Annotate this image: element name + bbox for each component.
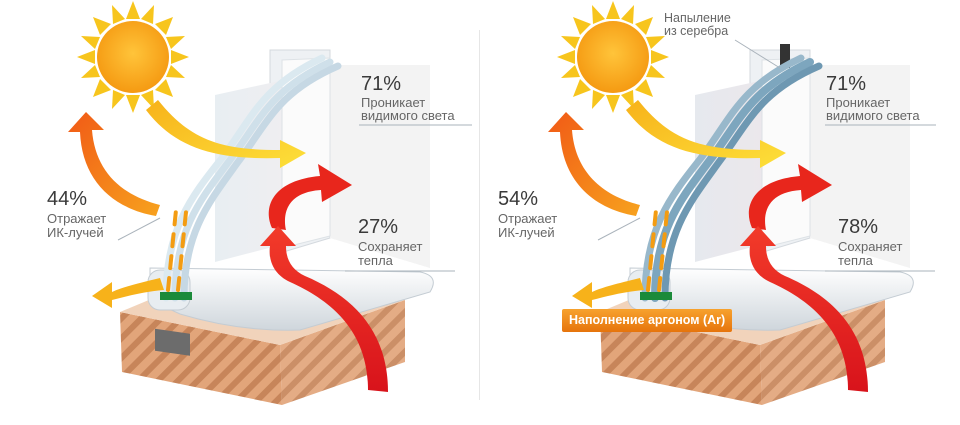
wall-front: [600, 312, 762, 405]
visible-light-percent: 71%: [361, 73, 402, 95]
sun-icon: [77, 1, 189, 113]
visible-light-arrow: [626, 100, 786, 168]
ir-reflect-percent: 54%: [498, 188, 539, 210]
panel-divider: [479, 30, 480, 400]
standard-window-illustration: [68, 1, 472, 405]
ir-reflect-label-line1: Отражает: [47, 211, 107, 226]
heat-retain-label-line1: Сохраняет: [838, 239, 903, 254]
heat-retain-label-line1: Сохраняет: [358, 239, 423, 254]
ir-reflect-arrow: [548, 112, 640, 216]
coated-window-panel: Напыление из серебра 71% Проникает видим…: [480, 0, 960, 425]
argon-fill-badge: Наполнение аргоном (Ar): [562, 309, 733, 332]
wall-insulation: [155, 328, 190, 356]
visible-light-label-line1: Проникает: [826, 95, 891, 110]
visible-light-arrow: [146, 100, 306, 168]
visible-light-label-line2: видимого света: [361, 108, 455, 123]
silver-coating-label-line1: Напыление: [664, 11, 731, 25]
ir-reflect-label-line2: ИК-лучей: [498, 225, 555, 240]
heat-retain-percent: 27%: [358, 216, 399, 238]
heat-retain-label-line2: тепла: [838, 253, 873, 268]
window-sill: [149, 267, 434, 331]
visible-light-label-line2: видимого света: [826, 108, 920, 123]
visible-light-percent: 71%: [826, 73, 867, 95]
heat-retain-percent: 78%: [838, 216, 879, 238]
heat-loop-arrow: [268, 164, 352, 230]
heat-loop-arrow: [748, 164, 832, 230]
silver-coating-label-line2: из серебра: [664, 24, 729, 38]
heat-rising-arrow: [260, 226, 388, 392]
standard-window-panel: 71% Проникает видимого света 44% Отражае…: [47, 1, 472, 405]
wall-side: [280, 300, 405, 405]
ir-reflect-label-line2: ИК-лучей: [47, 225, 104, 240]
ir-reflect-arrow: [68, 112, 160, 216]
sun-icon: [557, 1, 669, 113]
visible-light-label-line1: Проникает: [361, 95, 426, 110]
ir-reflect-label-line1: Отражает: [498, 211, 558, 226]
wall-side: [760, 300, 885, 405]
ir-reflect-percent: 44%: [47, 188, 88, 210]
heat-retain-label-line2: тепла: [358, 253, 393, 268]
heat-rising-arrow: [740, 226, 868, 392]
